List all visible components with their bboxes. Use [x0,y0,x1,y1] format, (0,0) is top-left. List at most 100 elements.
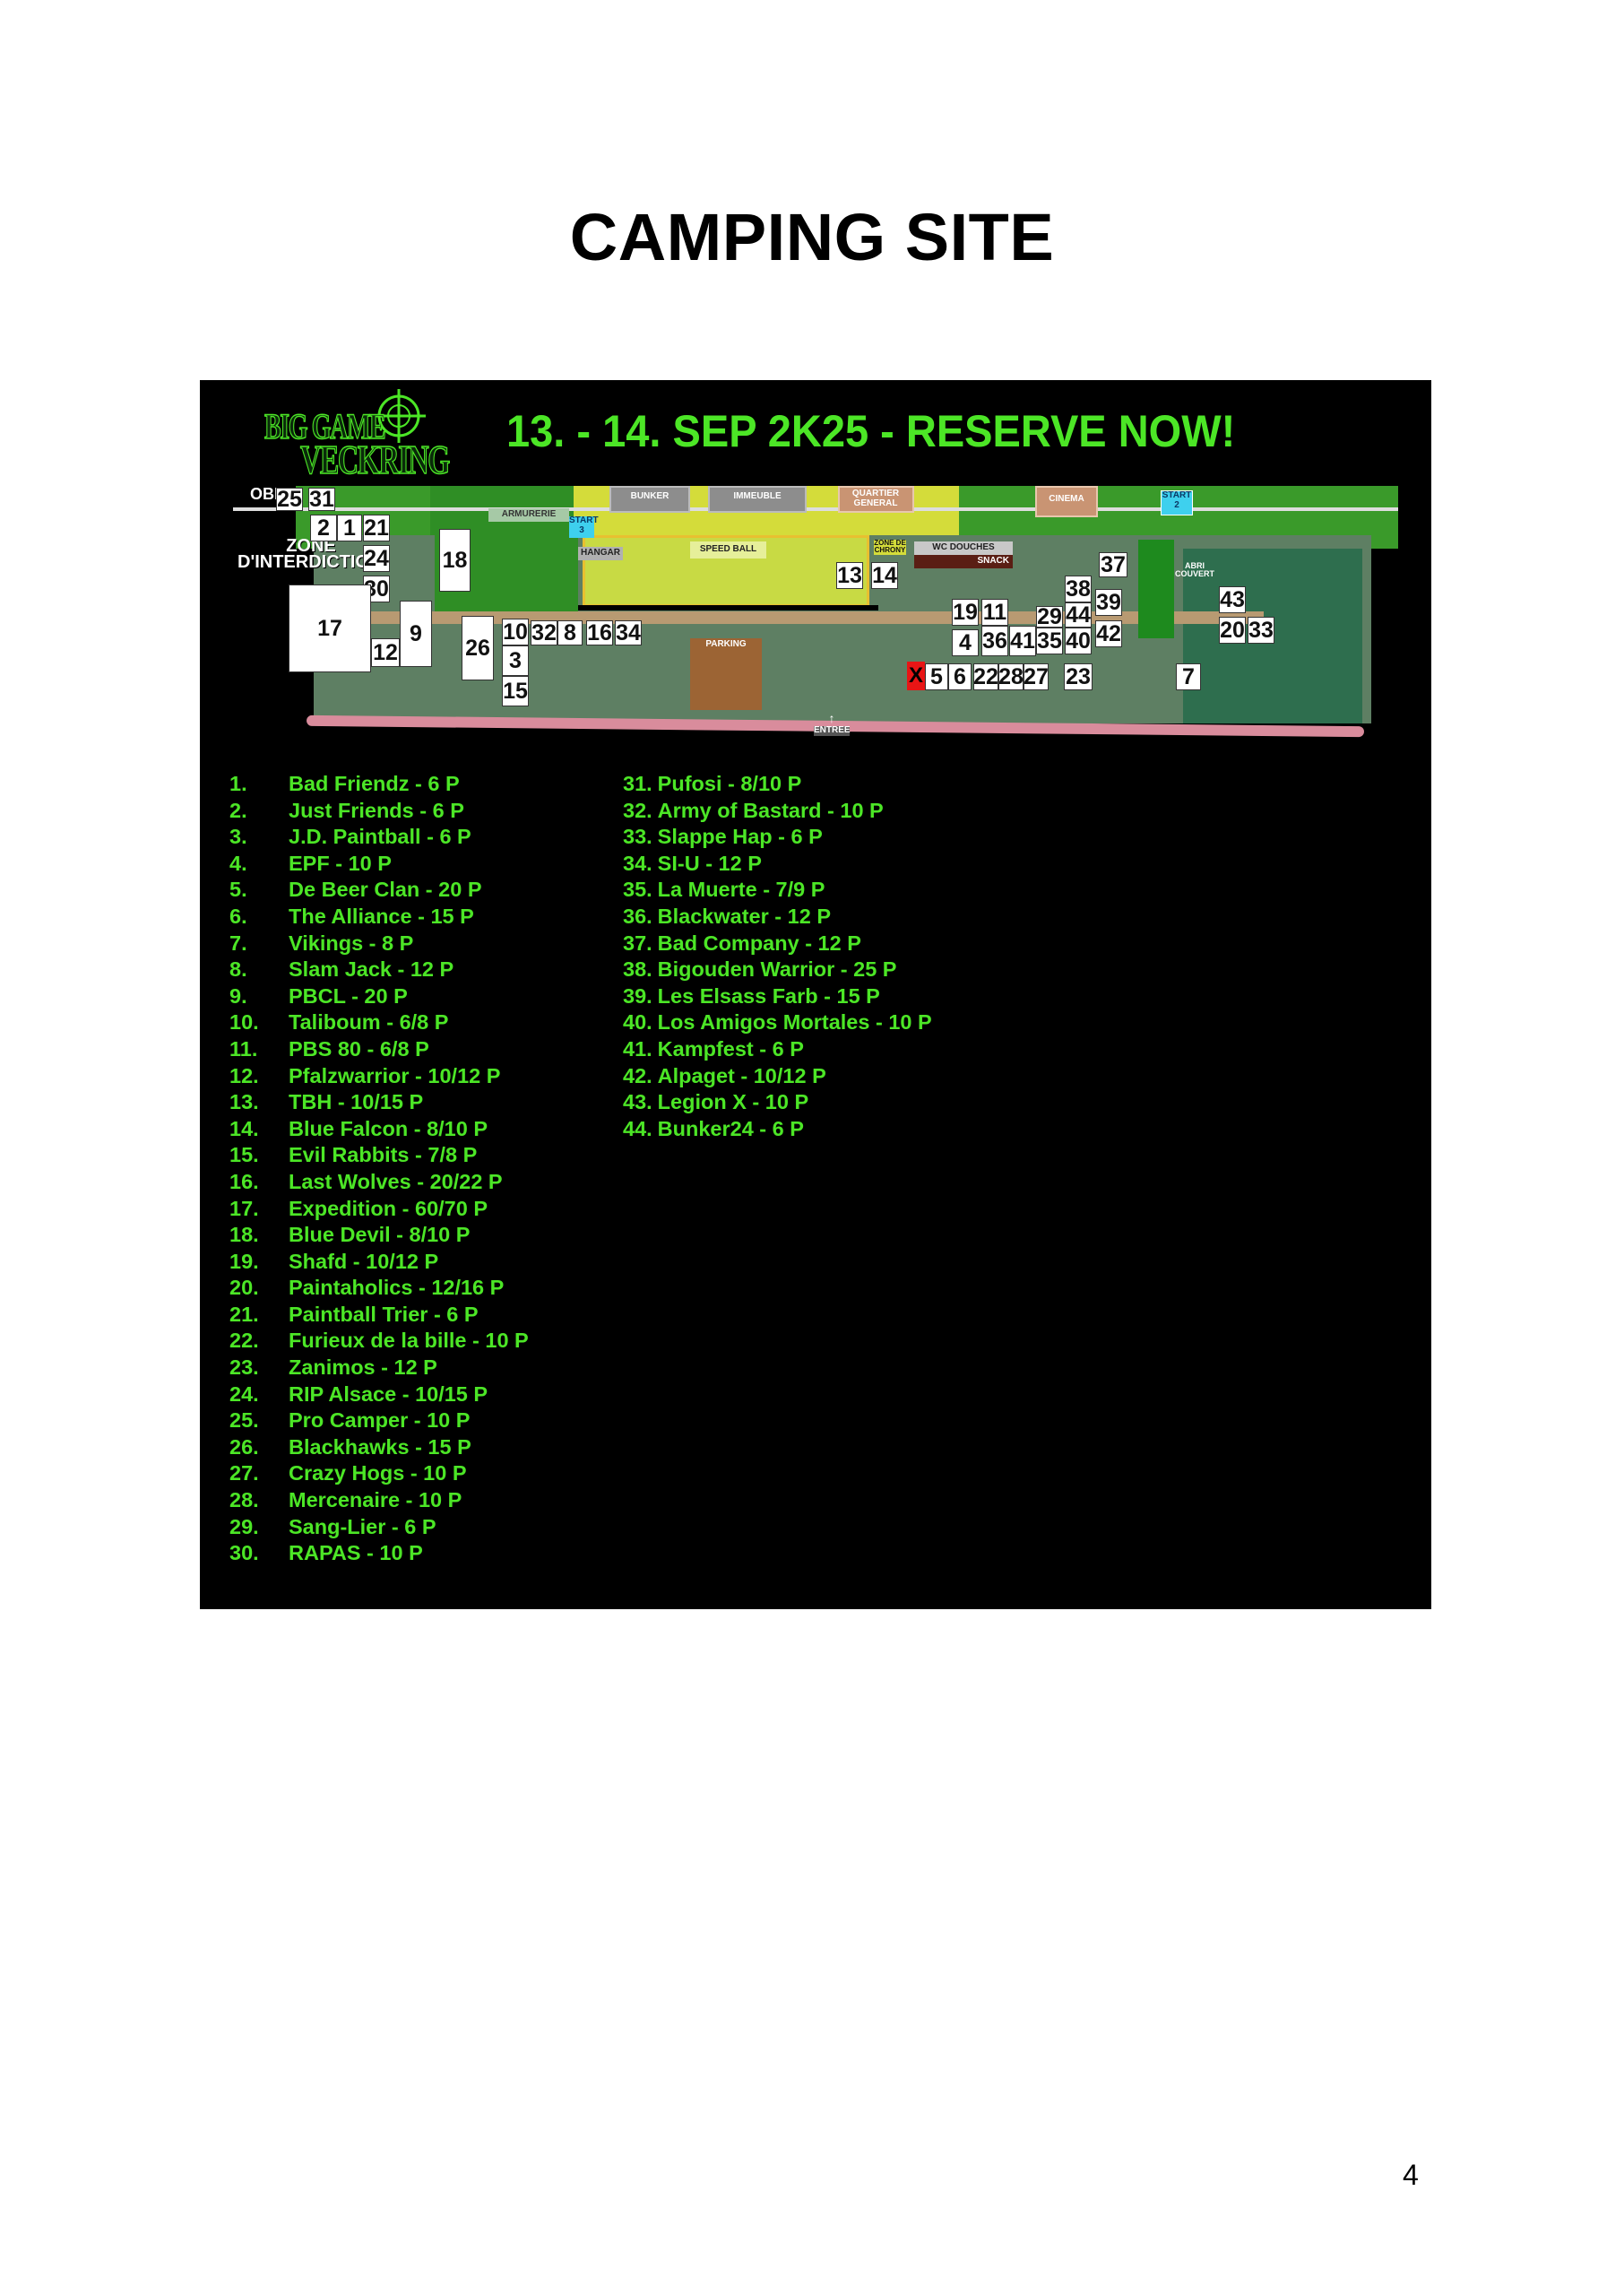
quartier-general-building: QUARTIER GENERAL [838,486,914,513]
wc-douches-label: WC DOUCHES [914,541,1013,555]
team-row: 21.Paintball Trier - 6 P [229,1302,479,1326]
spot-10: 10 [502,619,529,645]
team-row: 27.Crazy Hogs - 10 P [229,1461,467,1485]
reserved-x-marker: X [907,662,925,690]
spot-1: 1 [337,515,362,541]
speed-ball-label: SPEED BALL [690,541,766,559]
spot-3: 3 [502,645,529,676]
team-row: 33.Slappe Hap - 6 P [623,825,823,849]
spot-37: 37 [1099,552,1127,577]
team-row: 17.Expedition - 60/70 P [229,1196,488,1220]
entrance-arrow-icon: ↑ [828,711,835,725]
spot-20: 20 [1219,617,1246,644]
spot-24: 24 [363,545,390,572]
spot-43: 43 [1219,586,1246,613]
spot-6: 6 [948,663,972,690]
armurerie-label: ARMURERIE [488,508,569,522]
zone-interdiction-label-2: D'INTERDICTION [238,552,383,572]
spot-21: 21 [363,515,390,541]
bunker-building: BUNKER [609,486,690,513]
spot-19: 19 [952,599,979,626]
team-row: 35.La Muerte - 7/9 P [623,878,825,902]
spot-29: 29 [1036,603,1063,629]
spot-32: 32 [531,619,557,645]
team-row: 36.Blackwater - 12 P [623,904,831,928]
team-row: 8.Slam Jack - 12 P [229,957,454,982]
team-row: 7.Vikings - 8 P [229,931,414,955]
team-row: 12.Pfalzwarrior - 10/12 P [229,1063,501,1087]
spot-38: 38 [1065,576,1092,602]
team-row: 5.De Beer Clan - 20 P [229,878,482,902]
team-row: 31.Pufosi - 8/10 P [623,772,802,795]
spot-41: 41 [1009,626,1036,656]
campsite-map: BUNKER IMMEUBLE QUARTIER GENERAL CINEMA … [233,486,1398,755]
team-row: 44.Bunker24 - 6 P [623,1116,804,1140]
map-black-barrier [578,605,878,611]
entree-label: ENTREE [814,725,851,736]
spot-42: 42 [1095,620,1122,647]
green-camp-area [1138,540,1174,638]
zone-chrony-label: ZONE DE CHRONY [874,539,906,555]
quartier-general-label: QUARTIER GENERAL [851,489,900,508]
parking-label: PARKING [705,639,747,649]
team-row: 20.Paintaholics - 12/16 P [229,1276,505,1300]
team-row: 25.Pro Camper - 10 P [229,1408,471,1433]
spot-16: 16 [586,619,613,645]
team-row: 18.Blue Devil - 8/10 P [229,1223,471,1247]
start-3-marker: START 3 [569,515,599,538]
spot-31: 31 [308,486,335,512]
team-row: 2.Just Friends - 6 P [229,798,464,822]
team-row: 24.RIP Alsace - 10/15 P [229,1381,488,1406]
team-row: 43.Legion X - 10 P [623,1090,809,1114]
team-row: 28.Mercenaire - 10 P [229,1488,462,1512]
event-headline: 13. - 14. SEP 2K25 - RESERVE NOW! [506,406,1236,456]
team-row: 30.RAPAS - 10 P [229,1541,423,1565]
cinema-building: CINEMA [1035,486,1098,517]
spot-27: 27 [1024,663,1049,690]
crosshair-icon [372,389,426,443]
logo-line-2: VECKRING [299,436,450,483]
spot-44: 44 [1065,602,1092,628]
page-title: CAMPING SITE [569,200,1055,274]
team-row: 42.Alpaget - 10/12 P [623,1063,826,1087]
spot-22: 22 [973,663,998,690]
team-row: 14.Blue Falcon - 8/10 P [229,1116,488,1140]
team-row: 38.Bigouden Warrior - 25 P [623,957,897,982]
spot-2: 2 [310,515,337,541]
spot-40: 40 [1065,628,1092,654]
team-row: 10.Taliboum - 6/8 P [229,1010,449,1035]
team-row: 4.EPF - 10 P [229,851,392,875]
immeuble-building: IMMEUBLE [708,486,807,513]
team-row: 19.Shafd - 10/12 P [229,1249,439,1273]
team-row: 1.Bad Friendz - 6 P [229,772,460,795]
hangar-label: HANGAR [578,547,623,560]
spot-23: 23 [1064,663,1093,690]
team-row: 22.Furieux de la bille - 10 P [229,1329,529,1353]
team-row: 9.PBCL - 20 P [229,983,408,1008]
spot-33: 33 [1248,617,1274,644]
spot-12: 12 [371,638,400,667]
team-row: 37.Bad Company - 12 P [623,931,861,955]
obligatoire-label: OBL [250,486,284,503]
team-row: 6.The Alliance - 15 P [229,904,474,928]
spot-11: 11 [981,599,1008,626]
spot-28: 28 [998,663,1024,690]
team-row: 39.Les Elsass Farb - 15 P [623,983,880,1008]
team-row: 26.Blackhawks - 15 P [229,1434,471,1459]
team-row: 34.SI-U - 12 P [623,851,762,875]
spot-25: 25 [276,486,303,512]
spot-17: 17 [289,585,371,672]
map-parking [690,638,762,710]
spot-15: 15 [502,676,529,706]
logo-line-1: BIG GAME [263,405,386,447]
spot-7: 7 [1176,663,1201,690]
team-row: 32.Army of Bastard - 10 P [623,798,884,822]
spot-18: 18 [439,529,471,592]
snack-label: SNACK [914,555,1013,568]
team-row: 15.Evil Rabbits - 7/8 P [229,1143,478,1167]
camping-site-flyer: BIG GAME VECKRING 13. - 14. SEP 2K25 - R… [200,380,1431,1609]
spot-35: 35 [1036,628,1063,654]
spot-14: 14 [871,562,898,589]
cinema-label: CINEMA [1049,494,1084,504]
team-row: 29.Sang-Lier - 6 P [229,1514,436,1538]
